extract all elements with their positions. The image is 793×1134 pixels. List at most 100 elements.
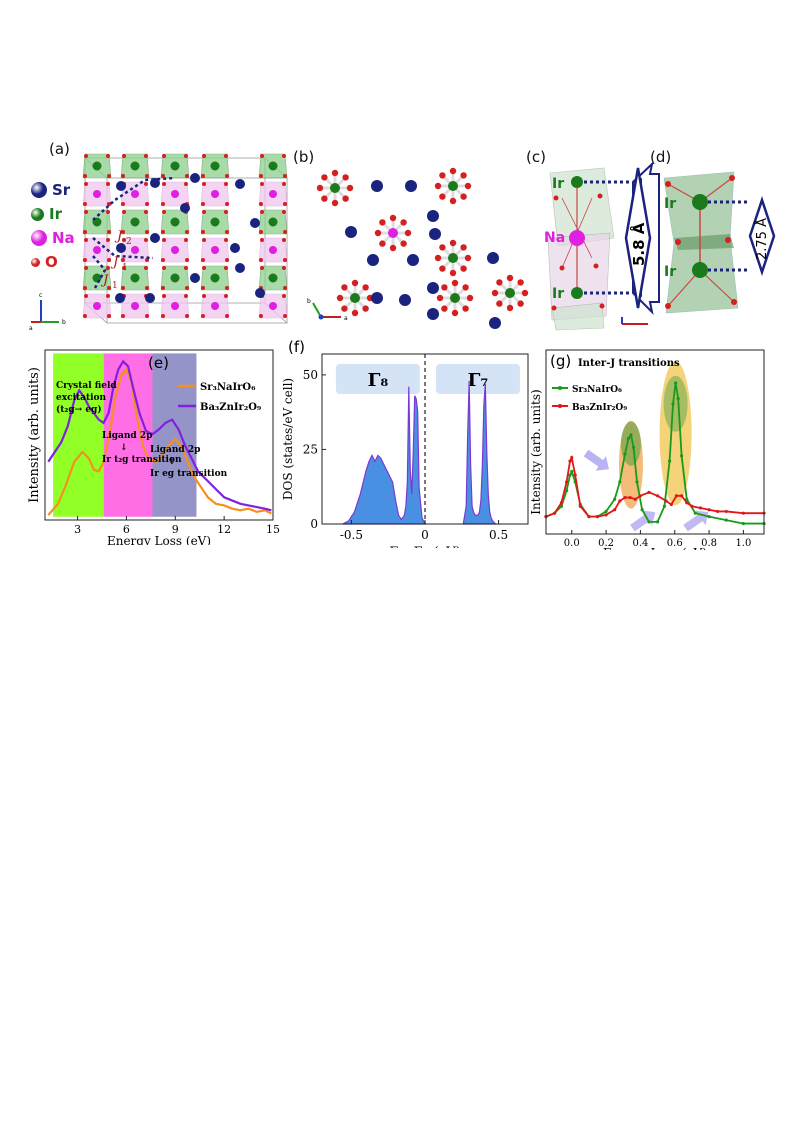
panel-label: (a): [49, 140, 70, 158]
data-point: [552, 511, 557, 515]
data-point: [655, 494, 660, 498]
o-atom: [106, 154, 110, 158]
o-atom: [161, 314, 165, 318]
legend-label: O: [45, 253, 58, 271]
panel-b: (b) b a: [285, 138, 535, 338]
y-axis-label: Intensity (arb. units): [27, 367, 42, 503]
axis-b: b: [307, 298, 311, 305]
sr-atom: [116, 243, 126, 253]
sr-atom: [399, 294, 411, 306]
legend-marker: [558, 404, 562, 408]
o-atom: [351, 309, 359, 317]
o-atom: [184, 266, 188, 270]
o-atom: [144, 266, 148, 270]
o-atom: [374, 229, 382, 237]
o-atom: [121, 230, 125, 234]
legend-item-sr: Sr: [31, 178, 75, 202]
sr-atom: [250, 218, 260, 228]
panel-label: (e): [148, 354, 169, 372]
sr-atom: [235, 179, 245, 189]
o-atom: [121, 202, 125, 206]
o-atom: [436, 294, 444, 302]
ir-atom: [130, 217, 140, 227]
na-atom: [93, 302, 101, 310]
o-atom: [321, 174, 328, 181]
o-atom: [224, 238, 228, 242]
o-atom: [506, 274, 514, 282]
o-atom: [342, 174, 349, 181]
o-atom: [517, 279, 524, 286]
sr-atom: [407, 254, 419, 266]
x-tick-label: 0.2: [598, 538, 614, 549]
data-point: [693, 511, 697, 515]
o-atom: [404, 229, 412, 237]
o-atom: [283, 174, 287, 178]
data-point: [568, 473, 572, 477]
o-atom: [83, 174, 87, 178]
o-atom: [201, 258, 205, 262]
o-atom: [225, 202, 229, 206]
o-atom: [225, 314, 229, 318]
region-label: (t₂g→ eg): [56, 404, 102, 415]
data-point: [604, 513, 608, 517]
region-label: excitation: [56, 393, 107, 403]
legend-item-o: O: [31, 250, 75, 274]
data-point: [633, 497, 637, 501]
o-atom: [282, 154, 286, 158]
data-point: [671, 402, 675, 406]
o-atom: [162, 238, 166, 242]
sr-atom: [115, 293, 125, 303]
x-tick-label: -0.5: [340, 528, 363, 542]
region-label: Ligand 2p: [150, 445, 200, 455]
sr-atom: [180, 203, 190, 213]
data-point: [604, 509, 608, 514]
j-sub-2: 1: [122, 263, 128, 273]
panel-label: (b): [293, 148, 315, 166]
o-atom: [282, 266, 286, 270]
o-atom: [283, 286, 287, 290]
sr-atom: [150, 233, 160, 243]
data-point: [690, 504, 694, 508]
j-sub-3: 1: [112, 281, 118, 291]
panel-g: 0.00.20.40.60.81.0 Energy Loss (eV) Inte…: [528, 340, 790, 560]
na-atom: [93, 246, 101, 254]
o-atom: [342, 195, 349, 202]
sr-atom: [427, 210, 439, 222]
atom-swatch: [31, 257, 40, 267]
o-atom: [202, 154, 206, 158]
sr-atom: [235, 263, 245, 273]
o-atom: [331, 169, 339, 177]
o-atom: [107, 314, 111, 318]
data-point: [674, 494, 679, 498]
arrow: [630, 510, 656, 532]
o-atom: [260, 238, 264, 242]
o-atom: [83, 258, 87, 262]
o-atom: [106, 182, 110, 186]
data-point: [559, 501, 564, 505]
o-atom: [260, 182, 264, 186]
data-point: [613, 497, 617, 501]
o-atom: [491, 289, 499, 297]
o-atom: [84, 294, 88, 298]
o-atom: [283, 202, 287, 206]
o-atom: [144, 154, 148, 158]
o-atom: [346, 184, 354, 192]
o-atom: [434, 182, 442, 190]
o-atom: [106, 266, 110, 270]
na-atom: [131, 190, 139, 198]
x-axis-label: Energy Loss (eV): [107, 534, 211, 545]
o-atom: [202, 238, 206, 242]
distance-label: 2.75 Å: [754, 218, 770, 260]
o-atom: [201, 314, 205, 318]
o-atom: [121, 314, 125, 318]
o-atom: [260, 154, 264, 158]
na-atom: [171, 246, 179, 254]
crystal-structure-b: [316, 167, 529, 329]
o-atom: [162, 154, 166, 158]
o-atom: [162, 266, 166, 270]
o-atom: [449, 197, 457, 205]
sr-atom: [489, 317, 501, 329]
data-point: [647, 490, 651, 494]
o-atom: [521, 289, 529, 297]
data-point: [673, 381, 678, 385]
